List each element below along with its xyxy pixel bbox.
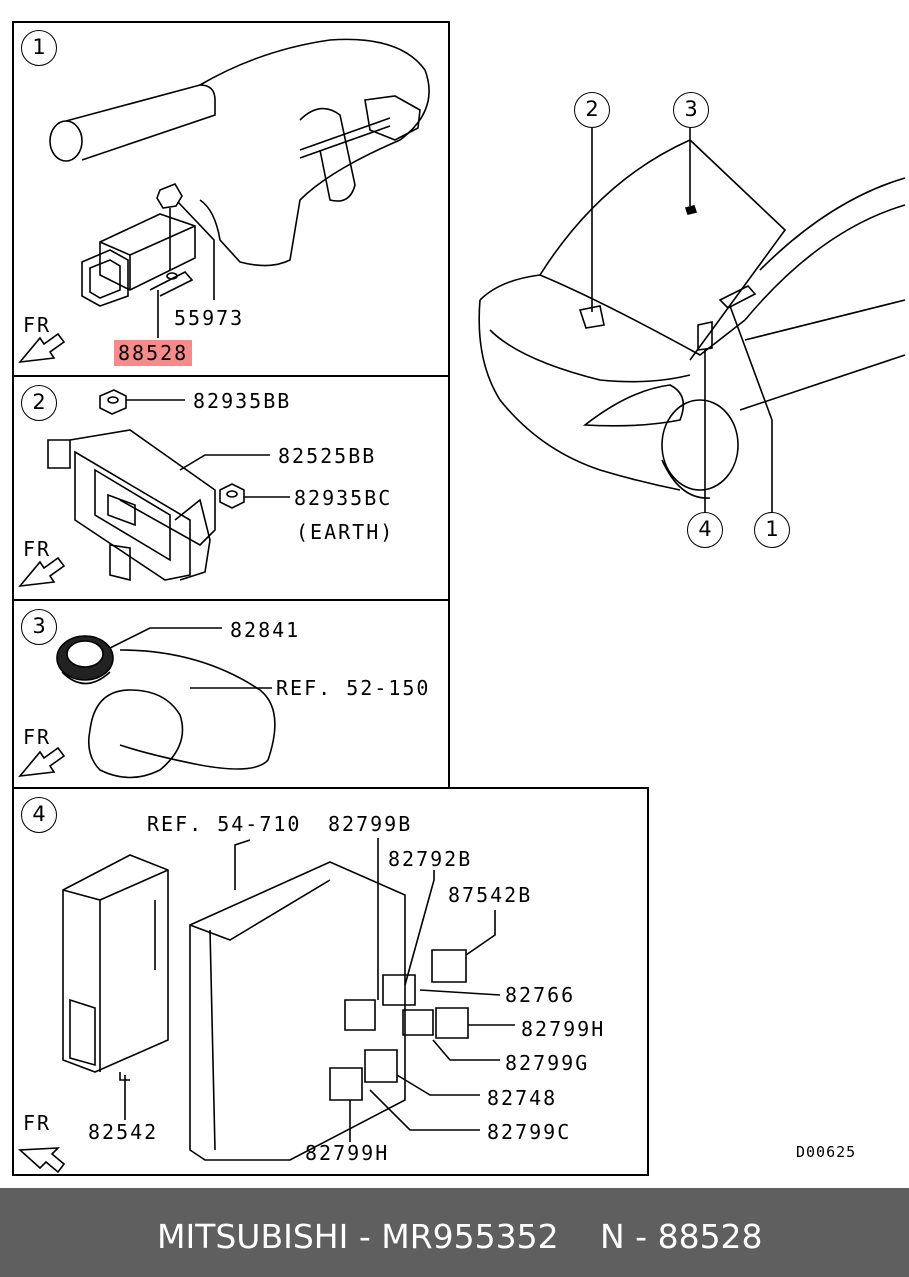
callout-82748: 82748 xyxy=(487,1086,558,1110)
panel-2-number: 2 xyxy=(21,385,57,421)
overview-callout-2: 2 xyxy=(574,92,610,128)
panel-3-number: 3 xyxy=(21,609,57,645)
callout-82799C: 82799C xyxy=(487,1120,572,1144)
callout-82935BB: 82935BB xyxy=(193,389,292,413)
panel-4 xyxy=(12,787,649,1176)
callout-88528-highlighted: 88528 xyxy=(114,340,193,366)
callout-82792B: 82792B xyxy=(388,847,473,871)
callout-82542: 82542 xyxy=(88,1120,159,1144)
overview-callout-3: 3 xyxy=(673,92,709,128)
fr-label-3: FR xyxy=(23,725,52,749)
callout-82799H-right: 82799H xyxy=(521,1017,606,1041)
callout-82799G: 82799G xyxy=(505,1051,590,1075)
callout-82841: 82841 xyxy=(230,618,301,642)
footer-bar xyxy=(0,1188,909,1277)
panel-1-number: 1 xyxy=(21,30,57,66)
fr-label-1: FR xyxy=(23,313,52,337)
callout-82799H-bottom: 82799H xyxy=(305,1141,390,1165)
panel-4-number: 4 xyxy=(21,797,57,833)
fr-label-4: FR xyxy=(23,1111,52,1135)
callout-ref-52-150: REF. 52-150 xyxy=(276,676,431,700)
diagram-code: D00625 xyxy=(796,1143,857,1161)
footer-brand-part: MITSUBISHI - MR955352 xyxy=(157,1217,559,1256)
callout-ref-54-710: REF. 54-710 xyxy=(147,812,302,836)
footer-part-number: N - 88528 xyxy=(600,1217,763,1256)
callout-82935BC: 82935BC xyxy=(294,486,393,510)
fr-label-2: FR xyxy=(23,537,52,561)
overview-callout-4: 4 xyxy=(687,512,723,548)
callout-82799B: 82799B xyxy=(328,812,413,836)
callout-82525BB: 82525BB xyxy=(278,444,377,468)
overview-callout-1: 1 xyxy=(754,512,790,548)
callout-earth-note: (EARTH) xyxy=(296,520,395,544)
callout-55973: 55973 xyxy=(174,306,245,330)
callout-87542B: 87542B xyxy=(448,883,533,907)
callout-82766: 82766 xyxy=(505,983,576,1007)
